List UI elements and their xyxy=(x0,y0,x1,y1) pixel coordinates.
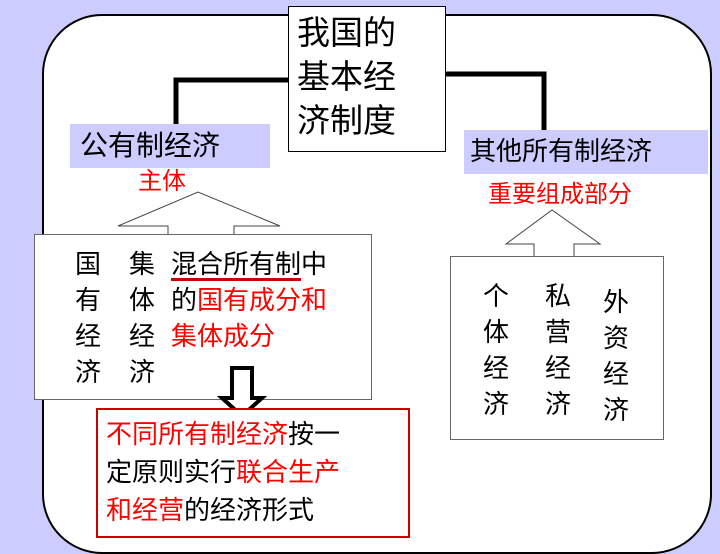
char: 济 xyxy=(544,390,571,420)
char: 有 xyxy=(74,286,101,316)
right-up-arrow xyxy=(504,209,602,259)
definition-line-1: 不同所有制经济按一 xyxy=(106,416,408,454)
title-box: 我国的 基本经 济制度 xyxy=(288,6,446,152)
emphasis-text: 国有成分和 xyxy=(197,286,328,316)
text: 的经济形式 xyxy=(184,496,315,526)
left-connector xyxy=(173,77,288,124)
state-owned-column: 国 有 经 济 xyxy=(73,247,103,391)
char: 经 xyxy=(482,354,509,384)
connector-lines xyxy=(117,71,602,259)
mixed-line-2: 的国有成分和 xyxy=(171,283,327,319)
down-arrow xyxy=(216,366,268,419)
private-column: 私 营 经 济 xyxy=(543,279,573,423)
char: 集 xyxy=(128,250,155,280)
other-economy-box: 个 体 经 济 私 营 经 济 外 资 经 济 xyxy=(450,256,664,440)
text: 中 xyxy=(301,250,328,280)
mixed-ownership-text: 混合所有制 xyxy=(171,250,302,280)
emphasis-text: 联合生产 xyxy=(236,458,341,488)
char: 济 xyxy=(482,390,509,420)
char: 经 xyxy=(128,322,155,352)
mixed-line-3: 集体成分 xyxy=(171,322,276,352)
title-line: 济制度 xyxy=(297,101,396,140)
important-part-text: 重要组成部分 xyxy=(488,180,632,208)
char: 营 xyxy=(544,318,571,348)
emphasis-text: 和经营 xyxy=(106,496,185,526)
emphasis-text: 不同所有制经济 xyxy=(106,420,289,450)
char: 经 xyxy=(544,354,571,384)
char: 济 xyxy=(602,396,629,426)
down-arrow-shape xyxy=(216,366,268,419)
public-economy-box: 国 有 经 济 集 体 经 济 混合所有制中 的国有成分和 集体成分 xyxy=(34,234,372,400)
left-up-arrow xyxy=(117,191,281,241)
char: 济 xyxy=(74,358,101,388)
char: 经 xyxy=(602,360,629,390)
right-connector xyxy=(446,71,547,130)
char: 经 xyxy=(74,322,101,352)
text: 定原则实行 xyxy=(106,458,237,488)
text: 按一 xyxy=(288,420,341,450)
char: 个 xyxy=(482,282,509,312)
public-ownership-label: 公有制经济 xyxy=(70,124,270,168)
char: 国 xyxy=(74,250,101,280)
foreign-column: 外 资 经 济 xyxy=(601,285,631,429)
mixed-definition-box: 不同所有制经济按一 定原则实行联合生产 和经营的经济形式 xyxy=(96,408,410,538)
char: 体 xyxy=(482,318,509,348)
char: 外 xyxy=(602,288,629,318)
mixed-line-1: 混合所有制中 xyxy=(171,247,327,283)
definition-line-3: 和经营的经济形式 xyxy=(106,492,408,530)
main-role-text: 主体 xyxy=(138,167,186,195)
text: 的 xyxy=(171,286,198,316)
other-ownership-label: 其他所有制经济 xyxy=(464,130,708,174)
individual-column: 个 体 经 济 xyxy=(481,279,511,423)
char: 济 xyxy=(128,358,155,388)
title-line: 基本经 xyxy=(297,57,396,96)
diagram: 我国的 基本经 济制度 公有制经济 其他所有制经济 主体 重要组成部分 国 有 … xyxy=(8,6,712,554)
char: 体 xyxy=(128,286,155,316)
char: 私 xyxy=(544,282,571,312)
collective-column: 集 体 经 济 xyxy=(127,247,157,391)
definition-line-2: 定原则实行联合生产 xyxy=(106,454,408,492)
char: 资 xyxy=(602,324,629,354)
title-line: 我国的 xyxy=(297,13,396,52)
